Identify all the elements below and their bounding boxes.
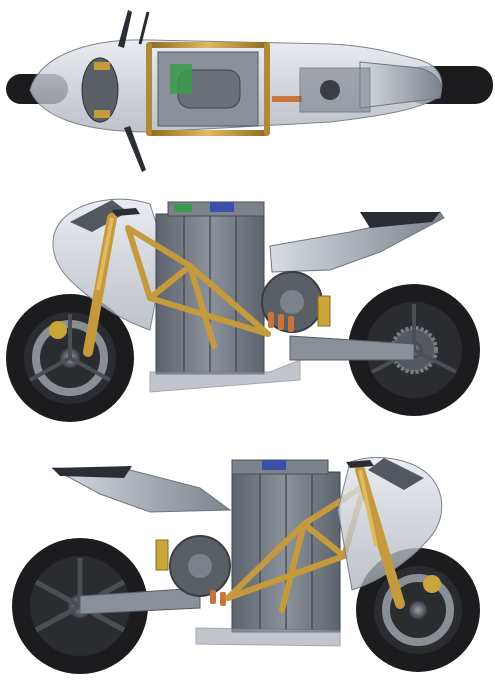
- mid-belly-pan: [149, 359, 301, 393]
- bot-handlebar: [346, 460, 374, 468]
- mid-front-caliper: [49, 321, 67, 339]
- mid-tail-tip: [360, 212, 440, 228]
- bot-tail-tip: [52, 466, 132, 478]
- bot-tail-cowl: [51, 467, 232, 513]
- top-frame-cross-rear: [264, 42, 270, 136]
- mid-green-board: [174, 204, 192, 212]
- bot-windscreen: [368, 458, 424, 490]
- top-lever: [138, 11, 150, 45]
- mid-blue-component: [210, 202, 234, 212]
- mid-handlebar: [112, 208, 140, 216]
- top-right-handlebar: [124, 126, 146, 172]
- mid-copper-cables: [268, 312, 294, 332]
- bot-front-caliper: [423, 575, 441, 593]
- mid-battery-cells: [183, 216, 237, 372]
- top-fork-tube-right: [94, 110, 110, 118]
- bot-blue-component: [262, 460, 286, 470]
- top-frame-rail-upper: [148, 42, 268, 48]
- mid-front-fork: [83, 213, 117, 357]
- mid-trellis-frame: [125, 225, 271, 349]
- bot-swingarm: [79, 587, 201, 615]
- top-tail-cowl: [359, 61, 442, 109]
- bot-front-brake-disc: [382, 574, 454, 646]
- top-fork-tube-left: [94, 62, 110, 70]
- bot-copper-cables: [210, 590, 226, 606]
- bot-front-wheel: [356, 548, 480, 672]
- bot-rear-shock: [155, 539, 169, 571]
- top-left-handlebar: [118, 10, 132, 48]
- bot-belly-pan: [195, 627, 341, 647]
- mid-rear-shock: [317, 295, 331, 327]
- top-triple-clamp: [81, 57, 119, 123]
- mid-windscreen: [70, 200, 128, 232]
- bot-front-fork: [355, 465, 405, 609]
- mid-swingarm: [289, 335, 415, 361]
- top-copper-connector: [272, 96, 302, 102]
- top-controller-board: [170, 64, 192, 94]
- top-frame-rail-lower: [148, 130, 268, 136]
- mid-tail-cowl: [269, 211, 445, 273]
- left-side-view: [6, 198, 480, 422]
- top-rear-sprocket: [320, 80, 340, 100]
- top-view: [6, 10, 493, 172]
- top-frame-cross-front: [146, 42, 152, 136]
- right-side-view: [12, 457, 480, 674]
